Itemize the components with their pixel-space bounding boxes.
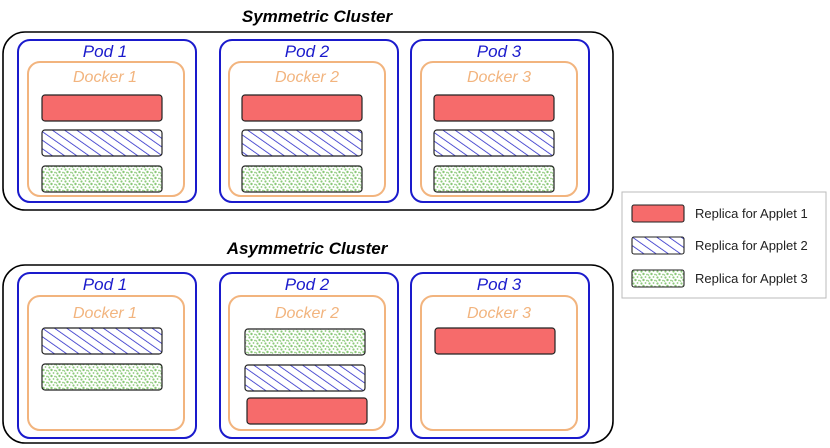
asymmetric-cluster-title: Asymmetric Cluster	[226, 239, 389, 258]
asymmetric-cluster-frame	[2, 264, 614, 444]
legend-label-applet-3: Replica for Applet 3	[695, 271, 808, 286]
asymmetric-pod-3: Pod 3 Docker 3	[410, 272, 590, 439]
pod-frame	[219, 39, 399, 203]
docker-label: Docker 3	[467, 305, 531, 322]
docker-label: Docker 1	[73, 305, 137, 322]
docker-frame	[27, 295, 185, 431]
replica-applet-2	[433, 129, 555, 157]
replica-applet-2	[41, 129, 163, 157]
replica-applet-3	[433, 165, 555, 193]
legend: Replica for Applet 1 Replica for Applet …	[621, 191, 827, 299]
replica-applet-1	[434, 327, 556, 355]
pod-label: Pod 2	[285, 275, 330, 294]
docker-frame	[420, 61, 578, 197]
replica-applet-2	[244, 364, 366, 392]
pod-label: Pod 3	[477, 275, 522, 294]
legend-swatch-applet-3	[631, 269, 685, 288]
docker-label: Docker 1	[73, 69, 137, 86]
replica-applet-3	[41, 363, 163, 391]
pod-label: Pod 2	[285, 42, 330, 61]
pod-frame	[410, 272, 590, 439]
replica-applet-3	[41, 165, 163, 193]
symmetric-cluster-frame	[2, 31, 614, 211]
docker-frame	[228, 61, 386, 197]
pod-label: Pod 1	[83, 275, 127, 294]
legend-swatch-applet-2	[631, 236, 685, 255]
docker-frame	[228, 295, 386, 431]
pod-frame	[17, 272, 197, 439]
replica-applet-1	[246, 397, 368, 425]
legend-label-applet-2: Replica for Applet 2	[695, 238, 808, 253]
pod-frame	[219, 272, 399, 439]
legend-swatch-applet-1	[631, 204, 685, 223]
replica-applet-2	[241, 129, 363, 157]
replica-applet-1	[41, 94, 163, 122]
replica-applet-1	[433, 94, 555, 122]
pod-label: Pod 1	[83, 42, 127, 61]
pod-label: Pod 3	[477, 42, 522, 61]
legend-label-applet-1: Replica for Applet 1	[695, 206, 808, 221]
docker-label: Docker 3	[467, 69, 531, 86]
symmetric-pod-2: Pod 2 Docker 2	[219, 39, 399, 203]
replica-applet-1	[241, 94, 363, 122]
pod-frame	[17, 39, 197, 203]
docker-label: Docker 2	[275, 69, 339, 86]
asymmetric-pod-1: Pod 1 Docker 1	[17, 272, 197, 439]
docker-frame	[27, 61, 185, 197]
replica-applet-2	[41, 327, 163, 355]
symmetric-pod-1: Pod 1 Docker 1	[17, 39, 197, 203]
docker-frame	[420, 295, 578, 431]
symmetric-pod-3: Pod 3 Docker 3	[410, 39, 590, 203]
docker-label: Docker 2	[275, 305, 339, 322]
asymmetric-pod-2: Pod 2 Docker 2	[219, 272, 399, 439]
pod-frame	[410, 39, 590, 203]
replica-applet-3	[241, 165, 363, 193]
symmetric-cluster-title: Symmetric Cluster	[242, 7, 394, 26]
replica-applet-3	[244, 328, 366, 356]
